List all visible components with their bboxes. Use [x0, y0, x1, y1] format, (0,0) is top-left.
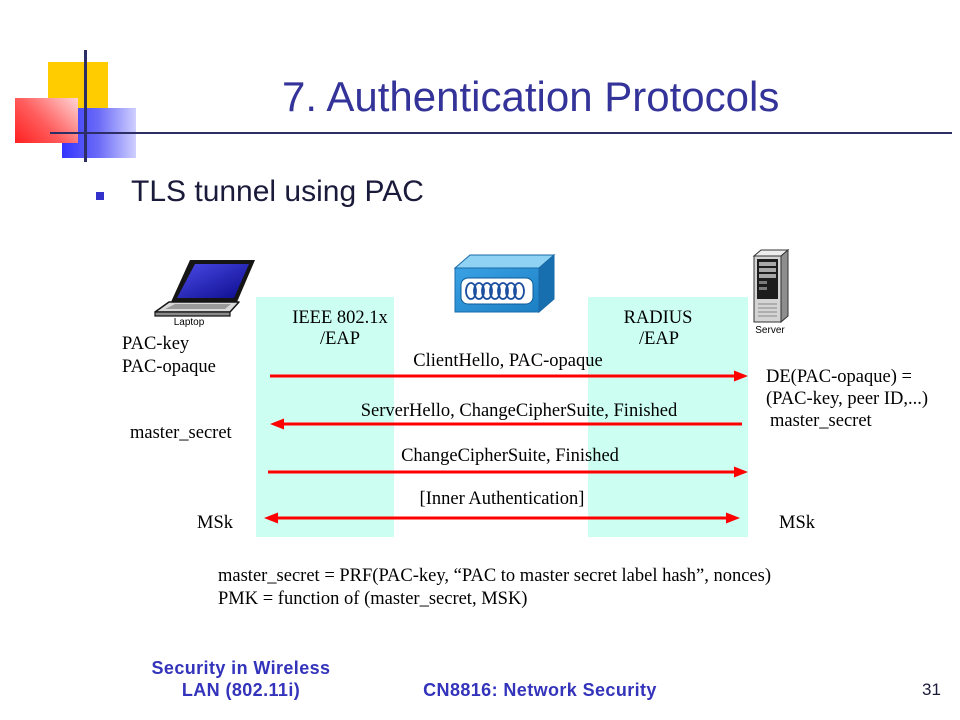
- eap-zone-label-line1: IEEE 802.1x: [292, 308, 388, 328]
- server-icon: Server: [752, 248, 790, 336]
- footer-topic-line2: LAN (802.11i): [181, 680, 301, 700]
- footer-topic-line1: Security in Wireless: [151, 658, 331, 678]
- formula-pmk: PMK = function of (master_secret, MSK): [218, 589, 528, 609]
- arrowhead-right: [734, 370, 748, 382]
- laptop-lid: [171, 260, 255, 302]
- radius-zone-label-line2: /EAP: [638, 329, 680, 349]
- template-logo-red-square: [15, 98, 78, 143]
- arrow-change-cipher-suite: [268, 466, 748, 478]
- server-note-line1: DE(PAC-opaque) =: [766, 367, 912, 387]
- bullet-marker: [96, 192, 104, 200]
- message-label: ChangeCipherSuite, Finished: [401, 446, 619, 466]
- access-point-coil-panel: [460, 277, 534, 305]
- footer-course: CN8816: Network Security: [423, 680, 657, 700]
- server-msk: MSk: [779, 513, 815, 533]
- server-note-line3: master_secret: [770, 411, 872, 431]
- footer-topic: Security in Wireless LAN (802.11i): [141, 657, 341, 701]
- template-vertical-rule: [84, 50, 87, 162]
- radius-zone-label-line1: RADIUS: [623, 308, 693, 328]
- arrow-client-hello: [270, 370, 748, 382]
- arrow-server-hello: [270, 418, 742, 430]
- arrow-inner-authentication: [264, 512, 740, 524]
- title-underline: [50, 132, 952, 134]
- arrowhead-right: [734, 466, 748, 478]
- laptop-icon: Laptop: [154, 260, 255, 328]
- client-pac-key: PAC-key: [122, 334, 190, 354]
- message-label: ServerHello, ChangeCipherSuite, Finished: [360, 401, 678, 421]
- page-number: 31: [922, 680, 941, 699]
- eap-zone: [256, 297, 394, 537]
- message-label: ClientHello, PAC-opaque: [413, 351, 603, 371]
- server-label: Server: [755, 325, 785, 336]
- arrowhead-right: [726, 512, 740, 524]
- message-label: [Inner Authentication]: [419, 489, 585, 509]
- server-tower: [752, 248, 790, 324]
- laptop-label: Laptop: [174, 317, 205, 328]
- client-msk: MSk: [197, 513, 233, 533]
- arrowhead-left: [270, 418, 284, 430]
- eap-zone-label-line2: /EAP: [319, 329, 361, 349]
- client-master-secret: master_secret: [130, 423, 232, 443]
- client-pac-opaque: PAC-opaque: [122, 357, 216, 377]
- slide-title: 7. Authentication Protocols: [282, 73, 780, 120]
- arrowhead-left: [264, 512, 278, 524]
- formula-master-secret: master_secret = PRF(PAC-key, “PAC to mas…: [218, 566, 771, 586]
- bullet-text: TLS tunnel using PAC: [131, 175, 424, 208]
- radius-zone: [588, 297, 748, 537]
- server-note-line2: (PAC-key, peer ID,...): [766, 389, 929, 409]
- laptop-base: [154, 301, 240, 317]
- access-point-icon: [453, 253, 556, 314]
